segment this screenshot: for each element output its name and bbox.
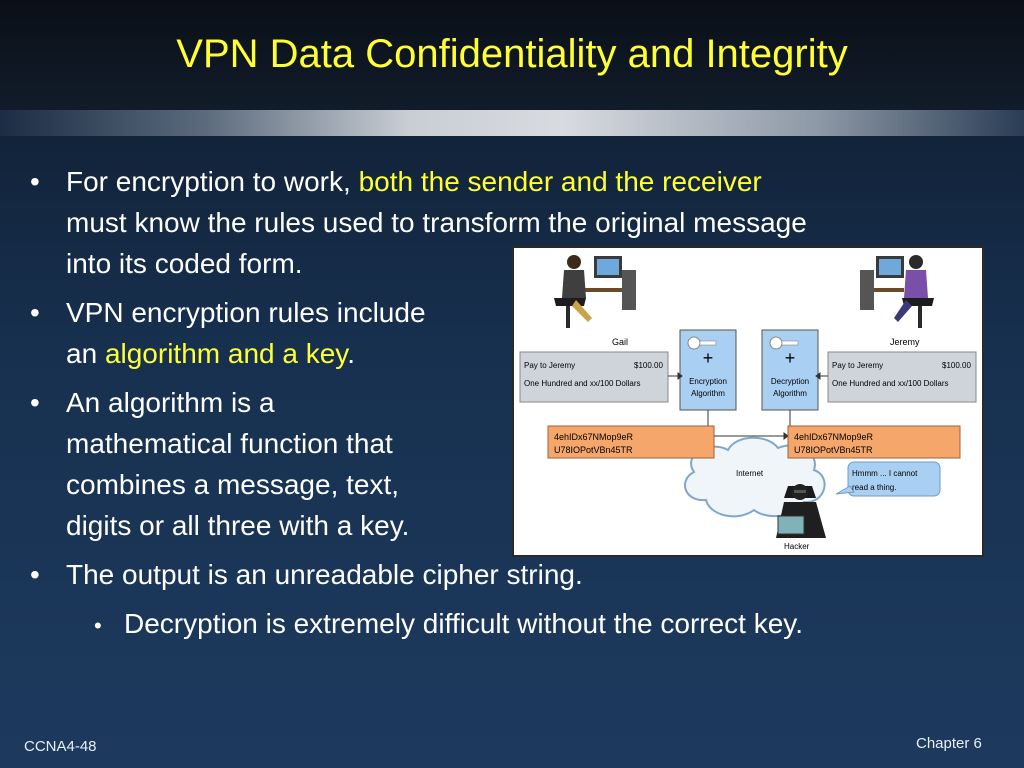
plus-sign: +	[785, 348, 796, 368]
bullet-encryption-rules: • For encryption to work, both the sende…	[30, 161, 996, 284]
highlight-text: both the sender and the receiver	[358, 166, 762, 197]
key-icon	[769, 336, 799, 350]
bullet-dot: •	[94, 613, 102, 638]
check-amount: $100.00	[634, 361, 663, 370]
bullet-text: VPN encryption rules include	[66, 297, 426, 328]
bullet-algorithm-key: • VPN encryption rules include an algori…	[30, 292, 506, 374]
decryption-label: Decryption	[771, 377, 809, 386]
thought-line-1: Hmmm ... I cannot	[852, 469, 918, 478]
sender-check: Pay to Jeremy $100.00 One Hundred and xx…	[519, 351, 669, 403]
bullet-dot: •	[30, 166, 40, 197]
highlight-text: algorithm and a key	[104, 338, 348, 369]
bullet-text: .	[347, 338, 355, 369]
cipher-line-1: 4ehIDx67NMop9eR	[554, 432, 634, 442]
receiver-name: Jeremy	[890, 337, 920, 347]
bullet-text: An algorithm is a	[66, 387, 275, 418]
bullet-cipher-output: • The output is an unreadable cipher str…	[30, 554, 996, 595]
title-divider	[0, 110, 1024, 136]
bullet-text: The output is an unreadable cipher strin…	[66, 559, 583, 590]
bullet-text: For encryption to work,	[66, 166, 359, 197]
bullet-text: combines a message, text,	[66, 469, 400, 500]
flow-arrows	[668, 372, 828, 440]
decryption-label-2: Algorithm	[773, 389, 807, 398]
check-payee: Pay to Jeremy	[524, 361, 575, 370]
bullet-algorithm-definition: • An algorithm is a mathematical functio…	[30, 382, 506, 546]
bullet-text: must know the rules used to transform th…	[66, 207, 807, 238]
hacker-label: Hacker	[784, 542, 810, 551]
receiver-check: Pay to Jeremy $100.00 One Hundred and xx…	[827, 351, 977, 403]
cipher-text-right: 4ehIDx67NMop9eR U78IOPotVBn45TR	[787, 425, 961, 459]
cipher-line-2: U78IOPotVBn45TR	[794, 445, 873, 455]
encryption-algorithm-box: + Encryption Algorithm	[679, 329, 737, 411]
sub-bullet-decryption: • Decryption is extremely difficult with…	[94, 603, 1004, 644]
encryption-label-2: Algorithm	[691, 389, 725, 398]
sender-name: Gail	[612, 337, 628, 347]
decryption-algorithm-box: + Decryption Algorithm	[761, 329, 819, 411]
receiver-workstation-icon	[860, 255, 934, 328]
bullet-text: mathematical function that	[66, 428, 393, 459]
bullet-text: into its coded form.	[66, 248, 303, 279]
check-amount: $100.00	[942, 361, 971, 370]
bullet-dot: •	[30, 559, 40, 590]
check-words: One Hundred and xx/100 Dollars	[524, 379, 641, 388]
bullet-text: an	[66, 338, 105, 369]
encryption-diagram-svg: Gail Jeremy Pay to Jeremy $100.00 One Hu…	[519, 255, 977, 551]
title-bar: VPN Data Confidentiality and Integrity	[0, 0, 1024, 110]
bullet-text: Decryption is extremely difficult withou…	[124, 608, 803, 639]
check-payee: Pay to Jeremy	[832, 361, 883, 370]
bullet-text: digits or all three with a key.	[66, 510, 410, 541]
check-words: One Hundred and xx/100 Dollars	[832, 379, 949, 388]
cipher-line-1: 4ehIDx67NMop9eR	[794, 432, 874, 442]
encryption-diagram: Gail Jeremy Pay to Jeremy $100.00 One Hu…	[512, 246, 984, 557]
encryption-label: Encryption	[689, 377, 727, 386]
footer-slide-id: CCNA4-48	[24, 738, 97, 755]
bullet-dot: •	[30, 387, 40, 418]
bullet-dot: •	[30, 297, 40, 328]
sender-workstation-icon	[554, 255, 636, 328]
footer-chapter: Chapter 6	[916, 735, 982, 752]
key-icon	[687, 336, 717, 350]
hacker-thought-bubble: Hmmm ... I cannot read a thing.	[835, 461, 941, 497]
hacker-icon	[776, 484, 826, 538]
thought-line-2: read a thing.	[852, 483, 896, 492]
internet-label: Internet	[736, 469, 764, 478]
plus-sign: +	[703, 348, 714, 368]
cipher-text-left: 4ehIDx67NMop9eR U78IOPotVBn45TR	[547, 425, 715, 459]
slide-title: VPN Data Confidentiality and Integrity	[176, 32, 848, 76]
cipher-line-2: U78IOPotVBn45TR	[554, 445, 633, 455]
